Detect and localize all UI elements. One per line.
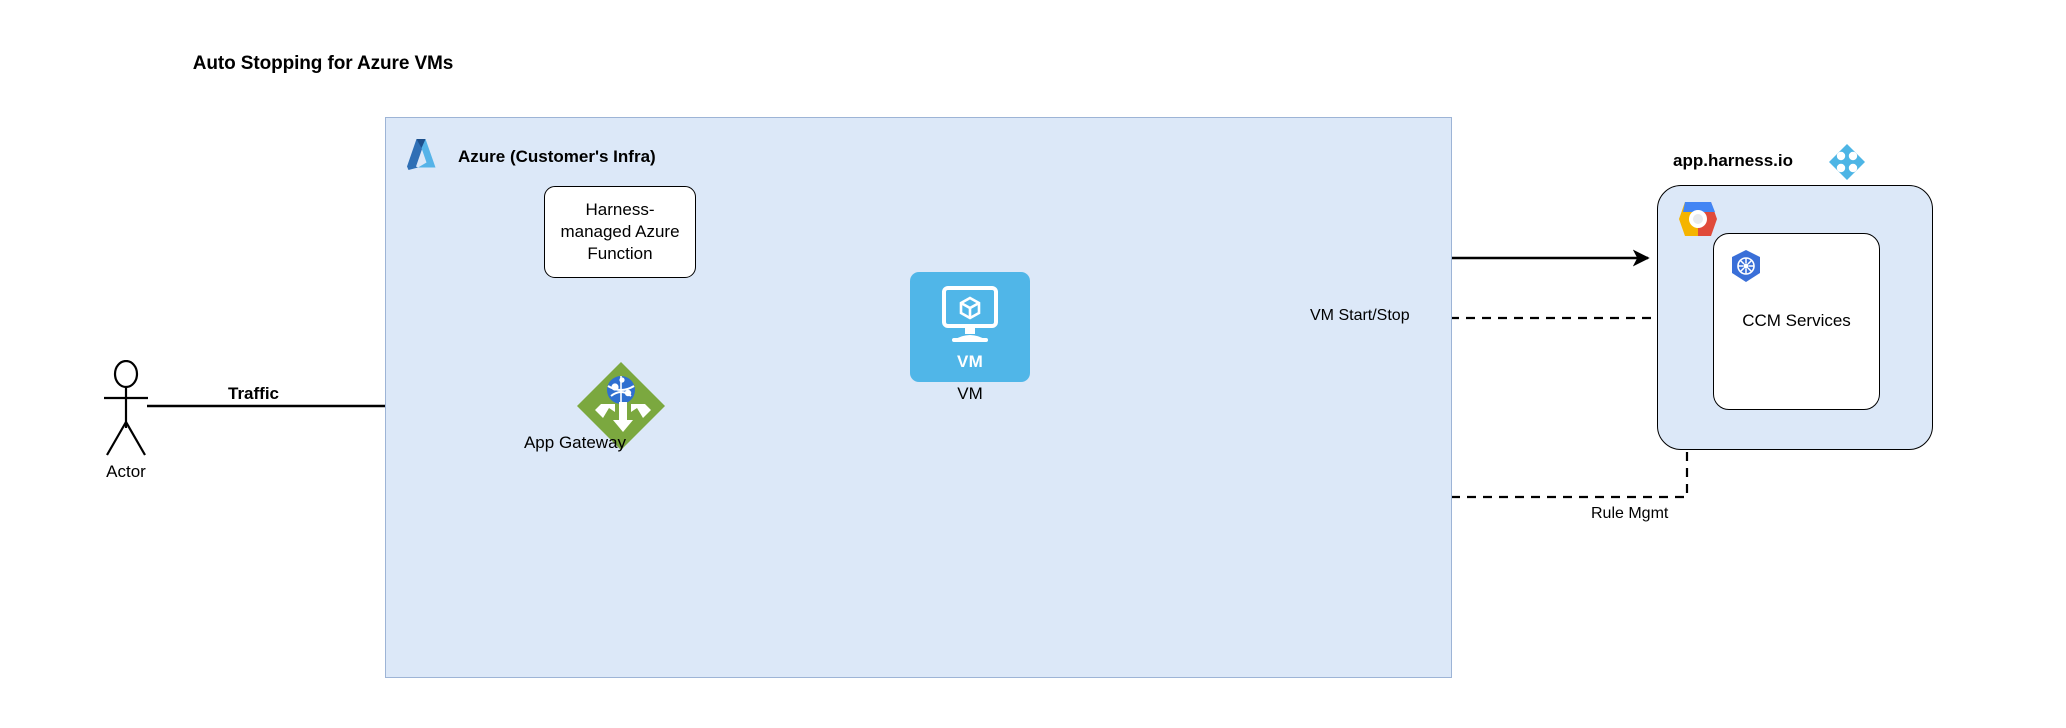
vm-start-stop-edge-label: VM Start/Stop	[1307, 307, 1413, 325]
actor-stick-figure-icon[interactable]	[95, 360, 157, 458]
traffic-edge-label: Traffic	[228, 384, 280, 403]
vm-monitor-icon	[942, 286, 998, 342]
rule-mgmt-edge-label: Rule Mgmt	[1588, 505, 1672, 523]
azure-function-node[interactable]: Harness-managed Azure Function	[544, 186, 696, 278]
vm-inner-label: VM	[956, 352, 984, 371]
harness-title: app.harness.io	[1673, 151, 1793, 170]
vm-node[interactable]: VM	[910, 272, 1030, 382]
azure-function-label: Harness-managed Azure Function	[560, 200, 680, 263]
harness-logo-icon	[1829, 144, 1865, 180]
ccm-services-label: CCM Services	[1742, 311, 1851, 330]
app-gateway-diamond-icon[interactable]	[575, 360, 667, 452]
actor-label: Actor	[106, 462, 146, 481]
vm-node-label: VM	[957, 384, 983, 403]
azure-container-label: Azure (Customer's Infra)	[458, 147, 656, 166]
page-title: Auto Stopping for Azure VMs	[192, 53, 454, 74]
gcp-logo-icon	[1679, 202, 1717, 236]
app-gateway-label: App Gateway	[523, 433, 627, 452]
kubernetes-logo-icon	[1732, 250, 1760, 282]
azure-logo-icon	[407, 139, 436, 170]
